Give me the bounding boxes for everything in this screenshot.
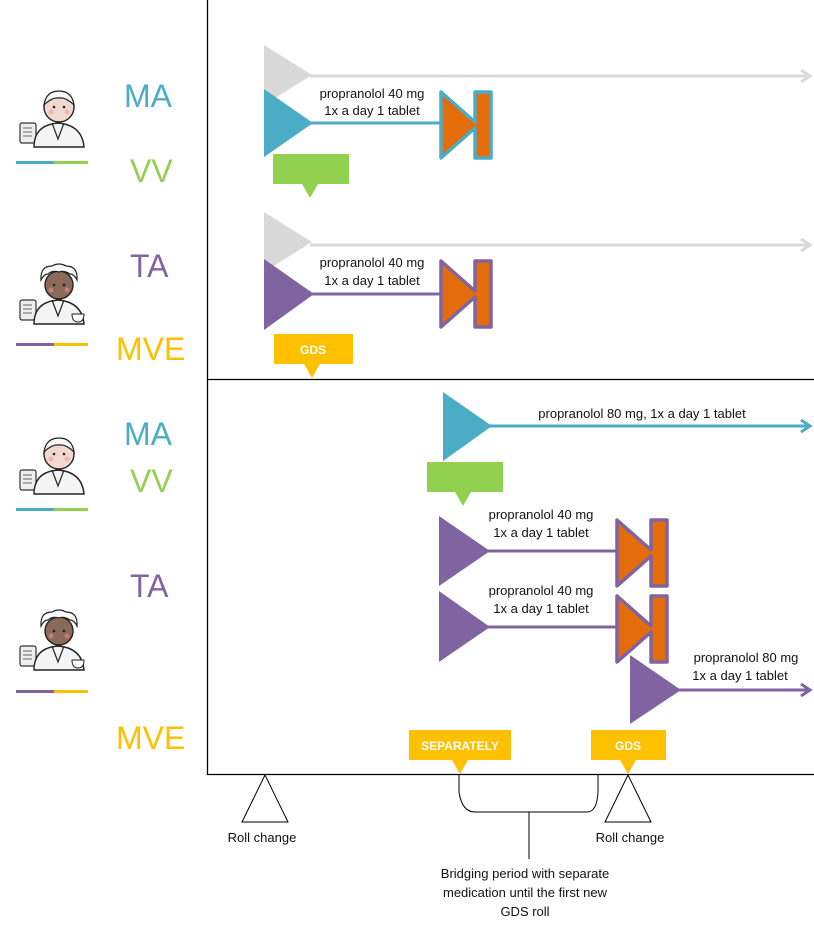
pharmacist-avatar-underline-ta [16, 343, 54, 346]
separately-tag [409, 730, 511, 760]
stop-marker-icon [615, 518, 669, 588]
arrow-head-icon [800, 682, 813, 698]
doctor-avatar-underline-ma [16, 161, 54, 164]
tag-pointer [452, 760, 468, 774]
tag-pointer [304, 364, 320, 378]
stop-marker-icon [615, 594, 669, 664]
role-label-vv-bottom: VV [130, 463, 173, 499]
prescription-label: 1x a day 1 tablet [493, 525, 589, 540]
prescription-label: 1x a day 1 tablet [692, 668, 788, 683]
prescription-label: propranolol 80 mg [694, 650, 799, 665]
prescription-start-marker-ma [264, 89, 313, 157]
gds-tag [274, 334, 353, 364]
doctor-avatar-underline-ma [16, 508, 54, 511]
prescription-start-marker-ta [439, 591, 490, 662]
role-label-ma-top: MA [124, 78, 172, 114]
gds-tag-label: GDS [300, 343, 326, 357]
vv-tag [273, 154, 349, 184]
role-label-vv-top: VV [130, 153, 173, 189]
prescription-label: propranolol 40 mg [320, 255, 425, 270]
tag-pointer [455, 492, 471, 506]
doctor-avatar [19, 90, 85, 148]
prescription-label: propranolol 40 mg [489, 583, 594, 598]
gds-tag [591, 730, 666, 760]
roll-change-marker-icon [241, 773, 289, 823]
stop-marker-icon [439, 259, 493, 329]
arrow-head-icon [800, 237, 813, 253]
prescription-start-marker-ta [630, 655, 681, 724]
roll-change-label: Roll change [228, 830, 297, 845]
pharmacist-avatar-underline-mve [54, 690, 88, 693]
prescription-start-marker-ma [443, 392, 492, 461]
roll-change-label: Roll change [596, 830, 665, 845]
bridging-period-bracket [458, 775, 599, 813]
separately-tag-label: SEPARATELY [421, 739, 499, 753]
previous-prescription-start-marker [264, 45, 312, 105]
prescription-label: propranolol 40 mg [320, 86, 425, 101]
bridging-note-line: Bridging period with separate [441, 866, 609, 881]
role-label-mve-bottom: MVE [116, 720, 186, 756]
prescription-start-marker-ta [264, 259, 314, 330]
vv-tag [427, 462, 503, 492]
prescription-label: propranolol 40 mg [489, 507, 594, 522]
arrow-head-icon [800, 68, 813, 84]
doctor-avatar-underline-vv [54, 161, 88, 164]
prescription-label: 1x a day 1 tablet [493, 601, 589, 616]
tag-pointer [302, 184, 318, 198]
previous-prescription-start-marker [264, 212, 312, 272]
bridging-note-line: medication until the first new [443, 885, 608, 900]
pharmacist-avatar [19, 609, 85, 671]
prescription-start-marker-ta [439, 516, 490, 586]
doctor-avatar [19, 437, 85, 495]
bridging-note-line: GDS roll [500, 904, 549, 919]
prescription-label: 1x a day 1 tablet [324, 273, 420, 288]
role-label-ma-bottom: MA [124, 416, 172, 452]
pharmacist-avatar-underline-mve [54, 343, 88, 346]
stop-marker-icon [439, 90, 493, 160]
roll-change-marker-icon [604, 773, 652, 823]
pharmacist-avatar [19, 263, 85, 325]
role-label-ta-bottom: TA [130, 568, 169, 604]
role-label-mve-top: MVE [116, 331, 186, 367]
prescription-label: propranolol 80 mg, 1x a day 1 tablet [538, 406, 746, 421]
doctor-avatar-underline-vv [54, 508, 88, 511]
prescription-label: 1x a day 1 tablet [324, 103, 420, 118]
gds-tag-label: GDS [615, 739, 641, 753]
tag-pointer [620, 760, 636, 774]
role-label-ta-top: TA [130, 248, 169, 284]
pharmacist-avatar-underline-ta [16, 690, 54, 693]
arrow-head-icon [800, 418, 813, 434]
